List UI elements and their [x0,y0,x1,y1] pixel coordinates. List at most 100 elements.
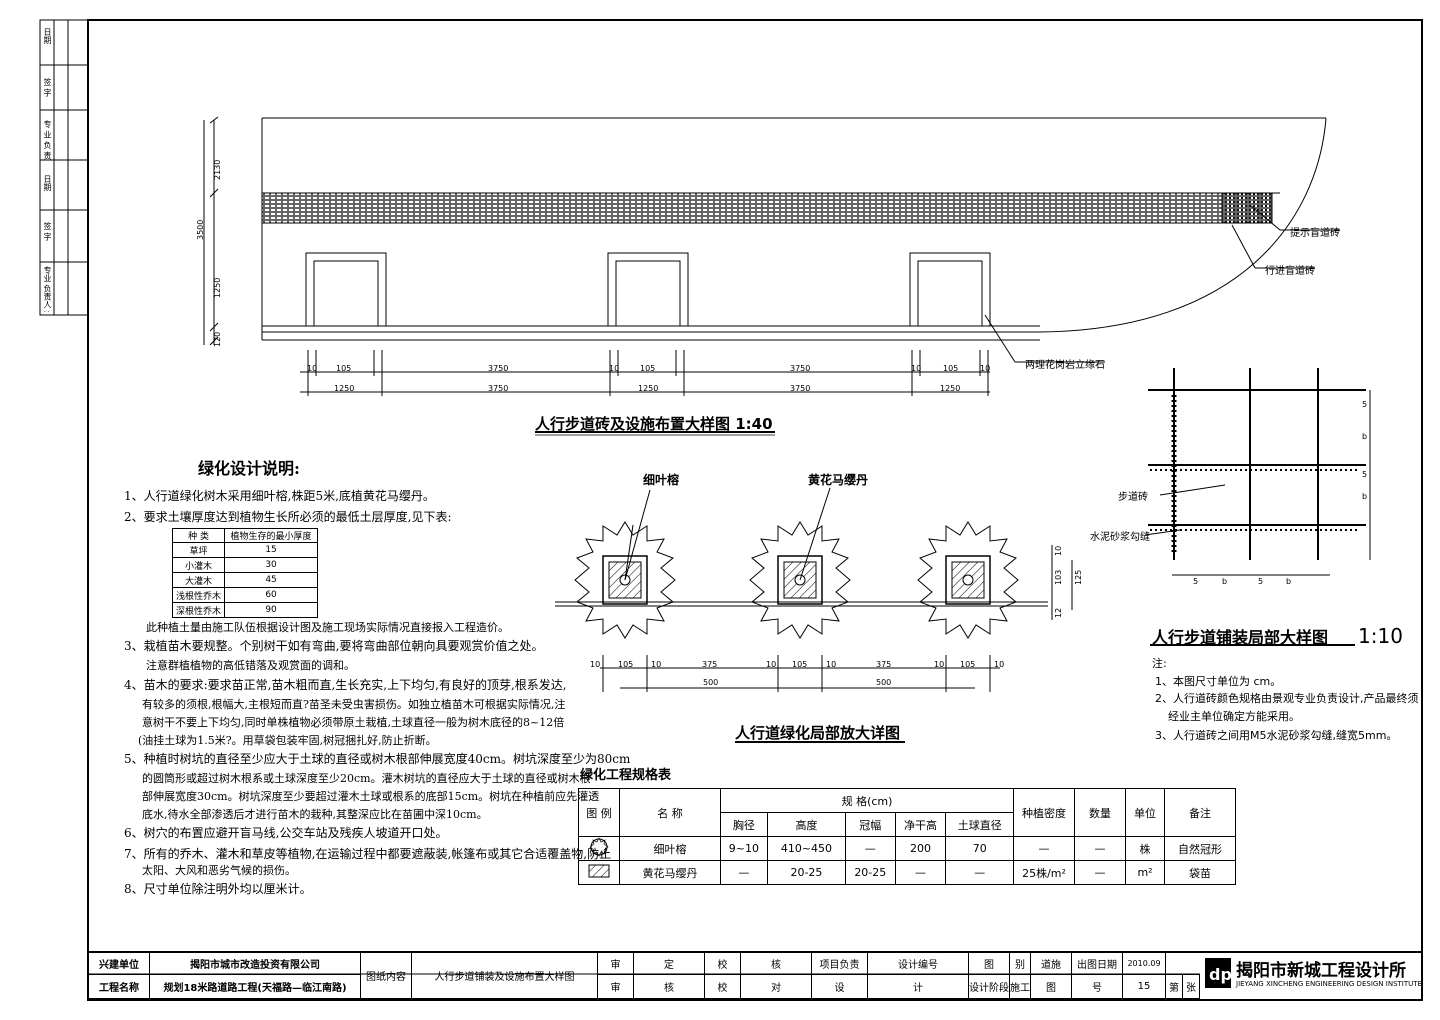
legend-lantana-icon [578,860,620,885]
table-cell: — [894,860,947,885]
tb-cell: 图 [968,952,1010,975]
note-line: 6、树穴的布置应避开盲马线,公交车站及残疾人坡道开口处。 [124,826,448,840]
table-cell: 200 [894,836,947,861]
table-header: 备注 [1164,788,1236,837]
note-line: 7、所有的乔木、灌木和草皮等植物,在运输过程中都要遮蔽装,帐篷布或其它合适覆盖物… [124,847,612,861]
tb-cell: 设计编号 [867,952,969,975]
paving-note: 经业主单位确定方能采用。 [1168,710,1300,723]
table-header: 胸径 [720,812,768,837]
table-header: 种植密度 [1013,788,1075,837]
table-cell: 20-25 [845,860,896,885]
dim-label: 105 [336,364,352,373]
paving-scale: 1:10 [1358,624,1403,648]
title-block-row: 兴建单位 揭阳市城市改造投资有限公司 图纸内容 人行步道铺装及设施布置大样图 审… [88,952,1200,999]
table-header: 规 格(cm) [720,788,1014,813]
note-line: 注意群植植物的高低错落及观赏面的调和。 [146,659,355,672]
table-cell: 30 [224,557,318,573]
tb-cell: 2010.09 [1122,952,1166,975]
spec-table: 图 例 名 称 规 格(cm) 种植密度 数量 单位 备注 胸径 高度 冠幅 净… [578,788,1236,885]
strip-label: 签 字 [43,78,52,97]
dim-label: 105 [960,660,976,669]
paving-note: 1、本图尺寸单位为 cm。 [1155,675,1282,688]
tb-cell: 出图日期 [1071,952,1123,975]
table-header: 名 称 [619,788,721,837]
table-header: 高度 [766,812,847,837]
dim-label: 5 [1258,577,1264,586]
table-cell: — [845,836,896,861]
tb-cell: 核 [740,952,812,975]
tb-cell: 别 [1009,952,1031,975]
note-line: 有较多的须根,根幅大,主根短而直?苗圣未受虫害损伤。如独立植苗木可根据实际情况,… [142,698,566,711]
table-cell: — [1074,836,1126,861]
left-strip-grid [40,20,88,315]
table-cell: — [1013,836,1075,861]
strip-label: 专业 负责人 注册号 [43,266,52,312]
note-line: 3、栽植苗木要规整。个别树干如有弯曲,要将弯曲部位朝向具要观赏价值之处。 [124,639,544,653]
table-cell: 细叶榕 [619,836,721,861]
dim-label: 105 [792,660,808,669]
tb-cell: 规划18米路道路工程(天福路—临江南路) [149,974,361,999]
table-cell: 草坪 [171,542,226,558]
tb-cell: 号 [1071,974,1123,999]
tb-cell: 审 [597,952,634,975]
note-line: 意树干不要上下均匀,同时单株植物必须带原土栽植,土球直径一般为树木底径的8~12… [142,716,565,729]
dim-label: 1250 [334,384,355,393]
label-mortar: 水泥砂浆勾缝 [1090,532,1150,543]
dim-label: 1250 [638,384,659,393]
note-line: 此种植土量由施工队伍根据设计图及施工现场实际情况直接报入工程造价。 [146,621,509,634]
dim-label: 10 [934,660,945,669]
tree-symbol-2 [749,487,851,639]
dim-label: 1250 [940,384,961,393]
table-cell: 410~450 [766,836,847,861]
elevation-plan [203,116,1340,396]
table-cell: 9~10 [720,836,768,861]
dim-label: 10 [994,660,1005,669]
paving-note: 2、人行道砖颜色规格由景观专业负责设计,产品最终须 [1155,692,1419,705]
label-ficus: 细叶榕 [643,473,680,487]
note-line: 太阳、大风和恶劣气候的损伤。 [142,864,296,877]
tb-cell: 审 [597,974,634,999]
note-line: 1、人行道绿化树木采用细叶榕,株距5米,底植黄花马缨丹。 [124,489,435,503]
tb-cell: 设 [811,974,868,999]
tb-cell: 核 [633,974,705,999]
spec-table-title: 绿化工程规格表 [580,768,672,783]
note-line: 8、尺寸单位除注明外均以厘米计。 [124,882,312,896]
tb-cell: 工程名称 [88,974,150,999]
table-cell: — [1074,860,1126,885]
planting-title: 人行道绿化局部放大详图 [735,724,901,742]
label-guide: 行进盲道砖 [1265,266,1315,277]
table-header: 单位 [1125,788,1165,837]
title-block: 兴建单位 揭阳市城市改造投资有限公司 图纸内容 人行步道铺装及设施布置大样图 审… [88,952,1200,999]
table-cell: 小灌木 [171,557,226,573]
dim-label: 375 [876,660,892,669]
tb-cell: 计 [867,974,969,999]
dim-label: 5 [1362,400,1368,409]
table-header: 数量 [1074,788,1126,837]
dim-label: 375 [702,660,718,669]
tb-cell: 张 [1182,974,1200,999]
tb-cell: 揭阳市城市改造投资有限公司 [149,952,361,975]
label-tactile: 提示盲道砖 [1290,228,1340,239]
paving-notes-heading: 注: [1152,657,1167,670]
table-cell: 黄花马缨丹 [619,860,721,885]
tb-cell: 图 [1030,974,1072,999]
dim-label: 10 [1054,545,1063,556]
table-cell: 45 [224,572,318,588]
dim-label: 120 [213,331,222,347]
table-header: 冠幅 [845,812,896,837]
dim-label: 5 [1362,470,1368,479]
table-row: 细叶榕 9~10 410~450 — 200 70 — — 株 自然冠形 [578,836,1236,861]
table-cell: 25株/m² [1013,860,1075,885]
paving-note: 3、人行道砖之间用M5水泥砂浆勾缝,缝宽5mm。 [1155,729,1398,742]
tb-cell: 第 [1165,974,1183,999]
table-header: 植物生存的最小厚度 [224,528,318,543]
tb-cell: 道施 [1030,952,1072,975]
dim-label: 3750 [790,384,811,393]
legend-ficus-icon [578,836,620,861]
tb-cell: 人行步道铺装及设施布置大样图 [411,952,598,999]
paving-title: 人行步道铺装局部大样图 [1152,628,1329,647]
table-cell: — [720,860,768,885]
dim-label: 105 [943,364,959,373]
tb-cell: 图纸内容 [360,952,412,999]
